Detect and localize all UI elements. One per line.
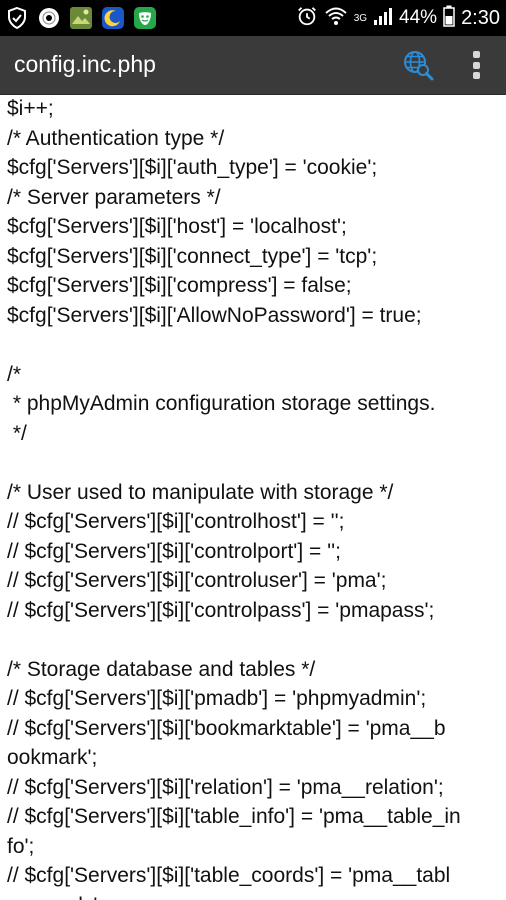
code-line: */: [7, 421, 27, 445]
alarm-clock-icon: [296, 5, 318, 31]
file-title: config.inc.php: [14, 51, 156, 77]
shield-check-icon: [4, 5, 30, 31]
code-line: * phpMyAdmin configuration storage setti…: [7, 392, 436, 415]
code-line: [7, 625, 499, 655]
battery-percent: 44%: [399, 7, 438, 28]
code-line: [7, 330, 499, 360]
code-line: ookmark';: [7, 746, 98, 769]
code-line: $cfg['Servers'][$i]['AllowNoPassword'] =…: [7, 303, 422, 327]
system-indicators: 3G 44% 2:30: [296, 0, 500, 36]
battery-icon: [443, 5, 455, 31]
code-line: e_coords';: [7, 891, 499, 900]
code-line: /* Authentication type */: [7, 126, 225, 150]
notification-icons: [4, 4, 158, 32]
file-content: $i++; /* Authentication type */ $cfg['Se…: [7, 94, 499, 900]
code-line: /* Server parameters */: [7, 185, 221, 209]
clock: 2:30: [461, 6, 500, 29]
code-line: // $cfg['Servers'][$i]['controluser'] = …: [7, 569, 387, 592]
code-line: // $cfg['Servers'][$i]['controlpass'] = …: [7, 598, 435, 622]
overflow-menu-icon[interactable]: [466, 49, 486, 81]
mask-app-icon: [132, 5, 158, 31]
code-line: // $cfg['Servers'][$i]['table_coords'] =…: [7, 864, 451, 887]
signal-icon: [373, 6, 393, 30]
code-line: $cfg['Servers'][$i]['compress'] = false;: [7, 274, 352, 297]
wifi-icon: [324, 6, 348, 30]
code-line: /*: [7, 362, 22, 386]
code-line: // $cfg['Servers'][$i]['table_info'] = '…: [7, 805, 461, 828]
code-line: $cfg['Servers'][$i]['connect_type'] = 't…: [7, 244, 378, 268]
code-line: // $cfg['Servers'][$i]['bookmarktable'] …: [7, 716, 446, 740]
code-line: /* Storage database and tables */: [7, 657, 316, 681]
code-line: /* User used to manipulate with storage …: [7, 480, 394, 504]
code-line: $cfg['Servers'][$i]['host'] = 'localhost…: [7, 215, 347, 238]
code-line: $cfg['Servers'][$i]['auth_type'] = 'cook…: [7, 156, 378, 179]
code-line: // $cfg['Servers'][$i]['pmadb'] = 'phpmy…: [7, 687, 427, 710]
network-type: 3G: [353, 12, 368, 24]
code-line: // $cfg['Servers'][$i]['relation'] = 'pm…: [7, 775, 444, 799]
action-bar: config.inc.php: [0, 36, 506, 95]
photo-app-icon: [68, 5, 94, 31]
code-line: $i++;: [7, 97, 54, 120]
moon-app-icon: [100, 5, 126, 31]
globe-search-icon[interactable]: [402, 49, 434, 81]
disc-icon: [36, 5, 62, 31]
code-line: [7, 448, 499, 478]
code-line: // $cfg['Servers'][$i]['controlport'] = …: [7, 539, 341, 563]
status-bar: 3G 44% 2:30: [0, 0, 506, 36]
code-line: // $cfg['Servers'][$i]['controlhost'] = …: [7, 510, 345, 533]
code-line: fo';: [7, 834, 35, 858]
